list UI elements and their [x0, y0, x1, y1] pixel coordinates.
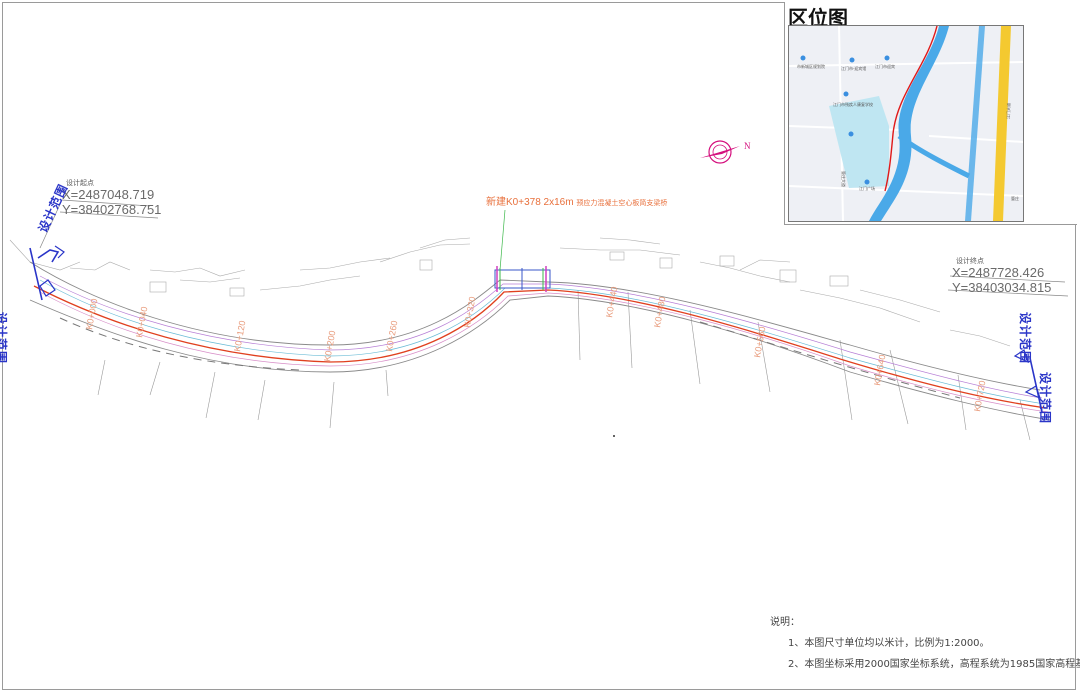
notes-heading: 说明： [770, 617, 800, 628]
svg-text:K0+480: K0+480 [652, 296, 667, 329]
location-map-graphic [789, 26, 1023, 221]
svg-text:K0+200: K0+200 [322, 330, 337, 363]
parcel-lines [97, 289, 1031, 441]
scope-label-right-top: 设计范围 [1018, 312, 1032, 365]
scope-marker-left [29, 245, 65, 301]
lane-markings [59, 317, 961, 399]
end-point-x: X=2487728.426 [952, 265, 1045, 280]
road-centerline [33, 285, 1047, 409]
poi-label: 市新城区规划院 [797, 64, 825, 69]
stake-annotations: K0+000 K0+040 K0+120 K0+200 K0+260 K0+32… [84, 286, 987, 413]
road-edges [29, 261, 1051, 421]
notes-block: 说明： 1、本图尺寸单位均以米计，比例为1:2000。 2、本图坐标采用2000… [770, 612, 1080, 675]
svg-text:K0+040: K0+040 [134, 306, 149, 339]
north-label: N [744, 141, 751, 151]
svg-text:K0+440: K0+440 [604, 286, 619, 319]
notes-line-2: 2、本图坐标采用2000国家坐标系统，高程系统为1985国家高程基准。 [788, 659, 1080, 670]
road-label: 江门大道 [1005, 102, 1012, 120]
scope-label-left-bottom: 设计范围 [0, 312, 8, 365]
bridge-symbol [494, 209, 551, 292]
poi-label: 江门市残疾人康复学校 [833, 102, 873, 107]
bridge-label: 新建K0+378 2x16m 预应力混凝土空心板简支梁桥 [486, 193, 667, 208]
start-point-y: Y=38402768.751 [62, 202, 162, 217]
svg-text:K0+120: K0+120 [232, 320, 247, 353]
scope-label-right-bottom: 设计范围 [1038, 372, 1052, 425]
start-point-label: 设计起点 [66, 179, 94, 187]
end-point-label: 设计终点 [956, 257, 984, 265]
coordinate-leaders [39, 199, 1069, 297]
road-label: 篁庄大道 [841, 171, 846, 187]
start-point-x: X=2487048.719 [62, 187, 155, 202]
notes-line-1: 1、本图尺寸单位均以米计，比例为1:2000。 [788, 638, 990, 649]
bridge-label-sub: 预应力混凝土空心板简支梁桥 [576, 200, 668, 207]
bridge-label-main: 新建K0+378 2x16m [486, 197, 574, 208]
north-arrow [700, 140, 740, 164]
location-map: 市新城区规划院 江门市·迎宾馆 江门市残疾人康复学校 江门市迎宾 江门广场 江门… [788, 25, 1024, 222]
scope-marker-right [1013, 349, 1043, 413]
poi-label: 江门广场 [859, 186, 875, 191]
svg-text:K0+260: K0+260 [384, 320, 399, 353]
end-point-y: Y=38403034.815 [952, 280, 1052, 295]
poi-label: 江门市迎宾 [875, 64, 895, 69]
poi-label: 江门市·迎宾馆 [841, 66, 867, 71]
terrain-features [9, 237, 1011, 347]
area-label: 篁庄 [1011, 196, 1019, 201]
